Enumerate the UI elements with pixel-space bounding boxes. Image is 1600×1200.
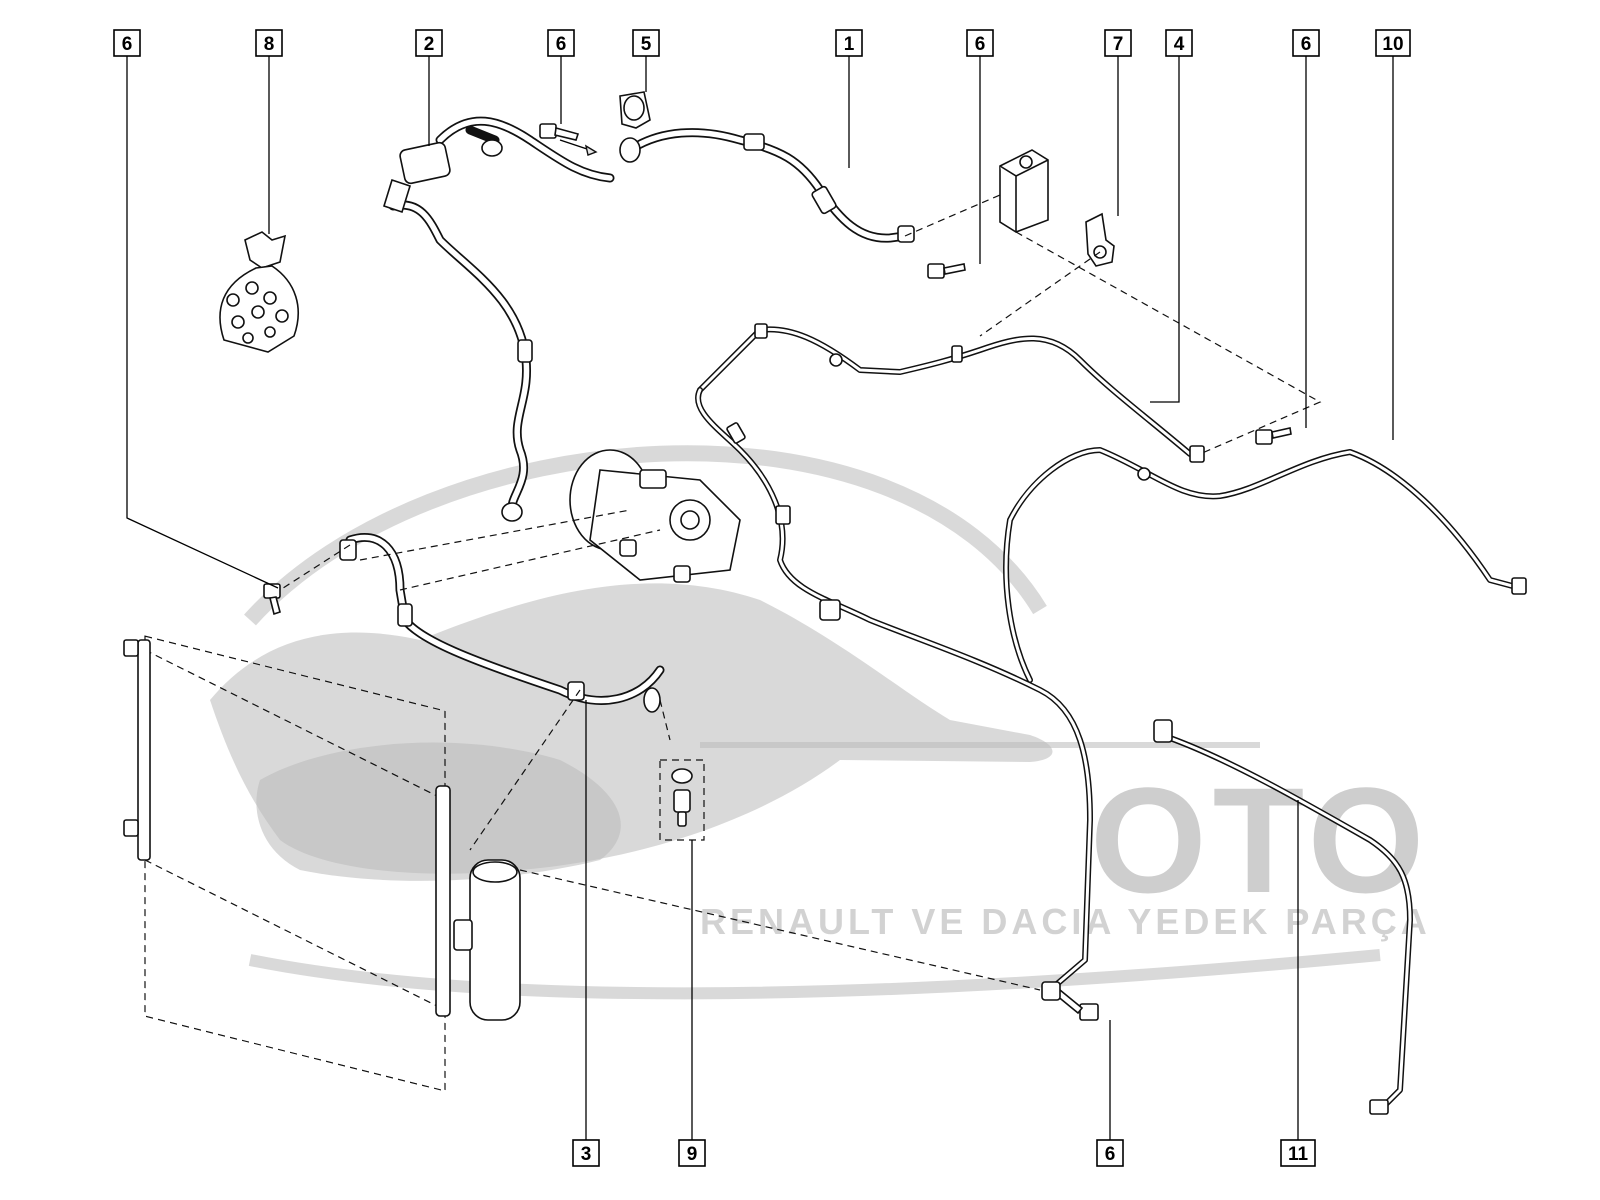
callout-6-bottom: 6: [1096, 1139, 1124, 1167]
svg-text:10: 10: [1382, 34, 1403, 55]
callout-6-top-left: 6: [113, 29, 141, 57]
svg-text:6: 6: [1105, 1144, 1116, 1165]
receiver-drier: [453, 859, 521, 1021]
svg-text:6: 6: [975, 34, 986, 55]
part-4-line: [697, 323, 1205, 463]
part-1-discharge-hose: [619, 128, 915, 243]
part-10-line: [1003, 447, 1527, 683]
callout-8: 8: [255, 29, 283, 57]
bolt-6-right: [1255, 427, 1292, 445]
expansion-valve: [999, 149, 1049, 233]
bolt-6-upper-left: [539, 123, 598, 156]
part-liquid-line-long: [695, 387, 1093, 1001]
svg-text:6: 6: [122, 34, 133, 55]
svg-text:5: 5: [641, 34, 652, 55]
part-7-bracket: [1085, 212, 1115, 267]
callout-7: 7: [1104, 29, 1132, 57]
watermark-tagline: RENAULT VE DACIA YEDEK PARÇA: [700, 901, 1431, 942]
svg-text:9: 9: [687, 1144, 698, 1165]
part-3-pipe: [339, 533, 665, 713]
bolt-6-center: [927, 263, 966, 279]
svg-text:6: 6: [556, 34, 567, 55]
callout-3: 3: [572, 1139, 600, 1167]
part-8-seal-kit: [219, 231, 299, 353]
callout-6-top-second: 6: [547, 29, 575, 57]
part-11-line: [1153, 719, 1413, 1115]
callout-1: 1: [835, 29, 863, 57]
svg-text:8: 8: [264, 34, 275, 55]
svg-text:2: 2: [424, 34, 435, 55]
watermark-logo: OTO RENAULT VE DACIA YEDEK PARÇA: [210, 445, 1431, 1000]
svg-text:3: 3: [581, 1144, 592, 1165]
svg-text:7: 7: [1113, 34, 1124, 55]
part-5-seal: [619, 91, 651, 129]
callout-4: 4: [1165, 29, 1193, 57]
watermark-swoosh-bottom: [248, 949, 1381, 1000]
callout-5: 5: [632, 29, 660, 57]
callout-6-top-middle: 6: [966, 29, 994, 57]
callout-11: 11: [1280, 1139, 1316, 1167]
bolt-6-lower: [1054, 988, 1099, 1021]
svg-text:1: 1: [844, 34, 855, 55]
part-9-pressure-switch: [659, 759, 705, 841]
assembly-guide-lines: [279, 194, 1322, 991]
part-2-suction-hose: [383, 116, 615, 522]
callout-6-top-right: 6: [1292, 29, 1320, 57]
svg-text:4: 4: [1174, 34, 1185, 55]
svg-text:6: 6: [1301, 34, 1312, 55]
svg-text:11: 11: [1288, 1144, 1309, 1165]
compressor: [569, 449, 741, 583]
condenser: [123, 635, 451, 1092]
leader-lines: [126, 56, 1394, 1140]
callout-9: 9: [678, 1139, 706, 1167]
callout-10: 10: [1375, 29, 1411, 57]
callout-2: 2: [415, 29, 443, 57]
